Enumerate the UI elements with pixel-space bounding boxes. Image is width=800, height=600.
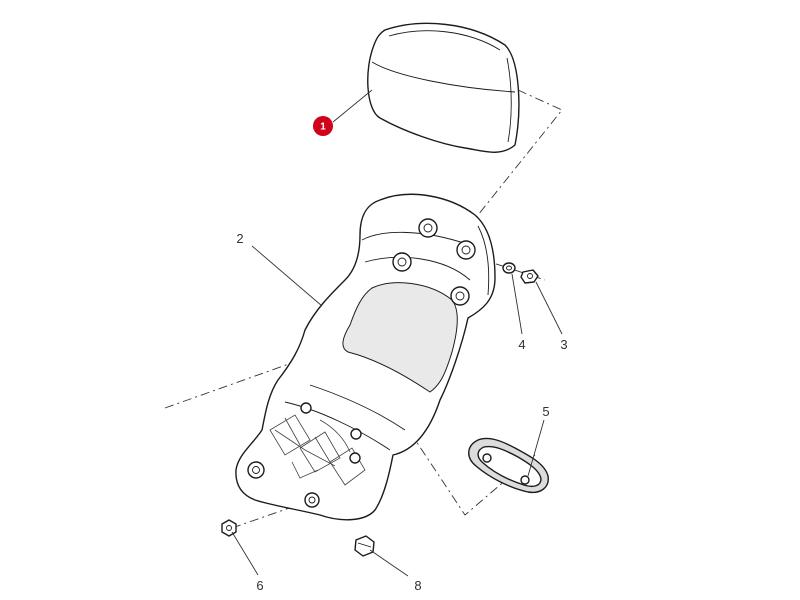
mounting-boss-4 (450, 286, 470, 306)
leader-6 (231, 531, 259, 576)
axis-pad-to-mount (461, 89, 563, 236)
callout-1-label: 1 (320, 122, 326, 133)
washer[interactable] (502, 262, 516, 274)
leader-2 (251, 245, 323, 307)
leader-8 (369, 549, 409, 577)
bolt[interactable] (354, 535, 375, 557)
callout-2-label[interactable]: 2 (236, 231, 243, 246)
mounting-boss-1 (418, 218, 438, 238)
callout-5-label[interactable]: 5 (542, 404, 549, 419)
bracket-ribbed-base (247, 402, 366, 508)
callout-leaders (231, 89, 563, 577)
leader-4 (511, 273, 523, 335)
bracket-window (342, 282, 458, 393)
callout-8-label[interactable]: 8 (414, 578, 421, 593)
nut[interactable] (221, 519, 237, 537)
mounting-boss-3 (392, 252, 412, 272)
axis-lower-bolt (231, 497, 319, 529)
leader-3 (535, 281, 563, 335)
callout-4-label[interactable]: 4 (518, 337, 525, 352)
callout-3-label[interactable]: 3 (560, 337, 567, 352)
axis-plate (409, 431, 536, 516)
leader-5 (527, 419, 545, 477)
backrest-pad[interactable] (367, 22, 520, 153)
backrest-bracket[interactable] (235, 193, 496, 521)
callout-6-label[interactable]: 6 (256, 578, 263, 593)
spacer-plate[interactable] (468, 437, 549, 494)
screw[interactable] (520, 269, 539, 284)
callout-1-badge (313, 116, 333, 136)
leader-1 (332, 89, 373, 123)
axis-left (164, 359, 301, 409)
mounting-boss-2 (456, 240, 476, 260)
callout-1[interactable]: 1 (313, 116, 333, 136)
